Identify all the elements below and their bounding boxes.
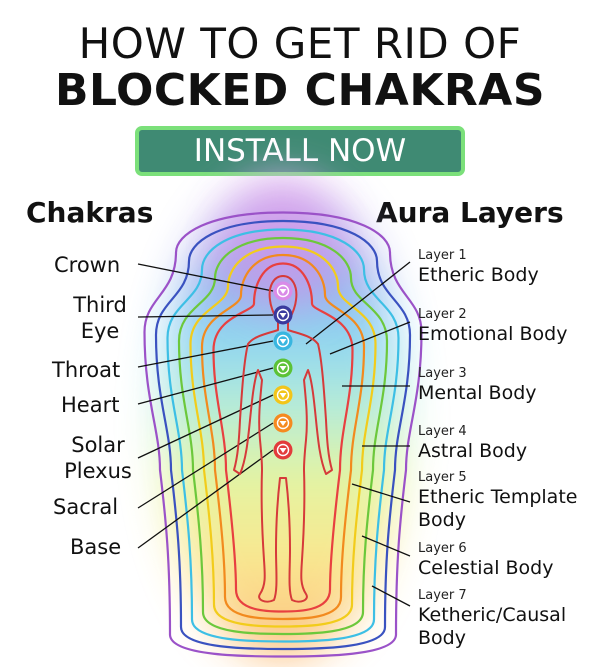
leader-lines [137, 261, 411, 607]
aura-layer-1-outline [212, 262, 354, 613]
layer-number: Layer 5 [418, 470, 467, 485]
chakra-leader-line-1 [137, 263, 274, 292]
layer-label-7: Layer 7 Ketheric/Causal Body [418, 588, 588, 650]
chakra-symbol-6 [273, 413, 293, 433]
chakra-leader-line-4 [137, 367, 274, 405]
chakra-symbol-1 [273, 281, 293, 301]
layer-label-5: Layer 5 Etheric Template Body [418, 470, 593, 532]
aura-layer-5-outline [166, 228, 400, 643]
layer-number: Layer 7 [418, 588, 467, 603]
layer-label-1: Layer 1 Etheric Body [418, 248, 539, 287]
aura-layer-outlines [143, 211, 423, 658]
human-figure [233, 275, 333, 603]
chakra-leader-line-6 [137, 422, 274, 509]
chakra-label-crown: Crown [54, 253, 121, 277]
install-now-button[interactable]: INSTALL NOW [135, 126, 465, 176]
layer-label-4: Layer 4 Astral Body [418, 424, 527, 463]
chakra-leader-line-7 [137, 449, 274, 549]
layer-label-6: Layer 6 Celestial Body [418, 541, 553, 580]
layer-number: Layer 2 [418, 307, 467, 322]
chakra-label-sacral: Sacral [53, 495, 119, 519]
chakra-symbol-5 [273, 385, 293, 405]
title-line-1: HOW TO GET RID OF [78, 19, 522, 68]
layer-number: Layer 1 [418, 248, 467, 263]
chakra-leader-line-2 [137, 314, 274, 318]
chakra-label-base: Base [70, 535, 122, 559]
chakras-header: Chakras [26, 196, 154, 229]
chakra-label-throat: Throat [52, 358, 121, 382]
layer-name: Mental Body [418, 382, 537, 404]
layer-leader-line-6 [361, 535, 411, 557]
layer-leader-line-5 [351, 483, 411, 503]
layer-number: Layer 3 [418, 366, 467, 381]
aura-layer-6-outline [154, 219, 412, 651]
layer-name: Emotional Body [418, 323, 568, 345]
layer-leader-line-1 [305, 261, 411, 345]
aura-layer-2-outline [200, 253, 366, 621]
chakra-leader-line-5 [137, 394, 274, 459]
chakra-symbol-3 [273, 331, 293, 351]
chakra-symbols [273, 281, 293, 460]
layer-number: Layer 6 [418, 541, 467, 556]
aura-layer-4-outline [177, 236, 389, 636]
layer-leader-line-2 [329, 321, 411, 355]
chakra-label-solar-plexus: Solar Plexus [64, 433, 132, 483]
chakra-leader-line-3 [137, 340, 274, 368]
layer-name: Etheric Body [418, 264, 539, 286]
layer-label-3: Layer 3 Mental Body [418, 366, 537, 405]
layer-name: Ketheric/Causal Body [418, 604, 567, 649]
aura-layer-7-outline [143, 211, 423, 658]
chakra-symbol-7 [273, 440, 293, 460]
layer-name: Etheric Template Body [418, 486, 578, 531]
layer-label-2: Layer 2 Emotional Body [418, 307, 567, 346]
chakra-symbol-4 [273, 358, 293, 378]
layer-name: Astral Body [418, 440, 528, 462]
aura-layers-header: Aura Layers [376, 196, 564, 229]
chakra-label-third-eye: Third Eye [73, 293, 127, 343]
chakra-symbol-2 [273, 305, 293, 325]
chakra-label-heart: Heart [61, 393, 120, 417]
aura-layer-3-outline [189, 245, 377, 628]
layer-number: Layer 4 [418, 424, 467, 439]
layer-leader-line-7 [371, 585, 411, 607]
layer-name: Celestial Body [418, 557, 554, 579]
title-line-2: BLOCKED CHAKRAS [54, 65, 546, 116]
